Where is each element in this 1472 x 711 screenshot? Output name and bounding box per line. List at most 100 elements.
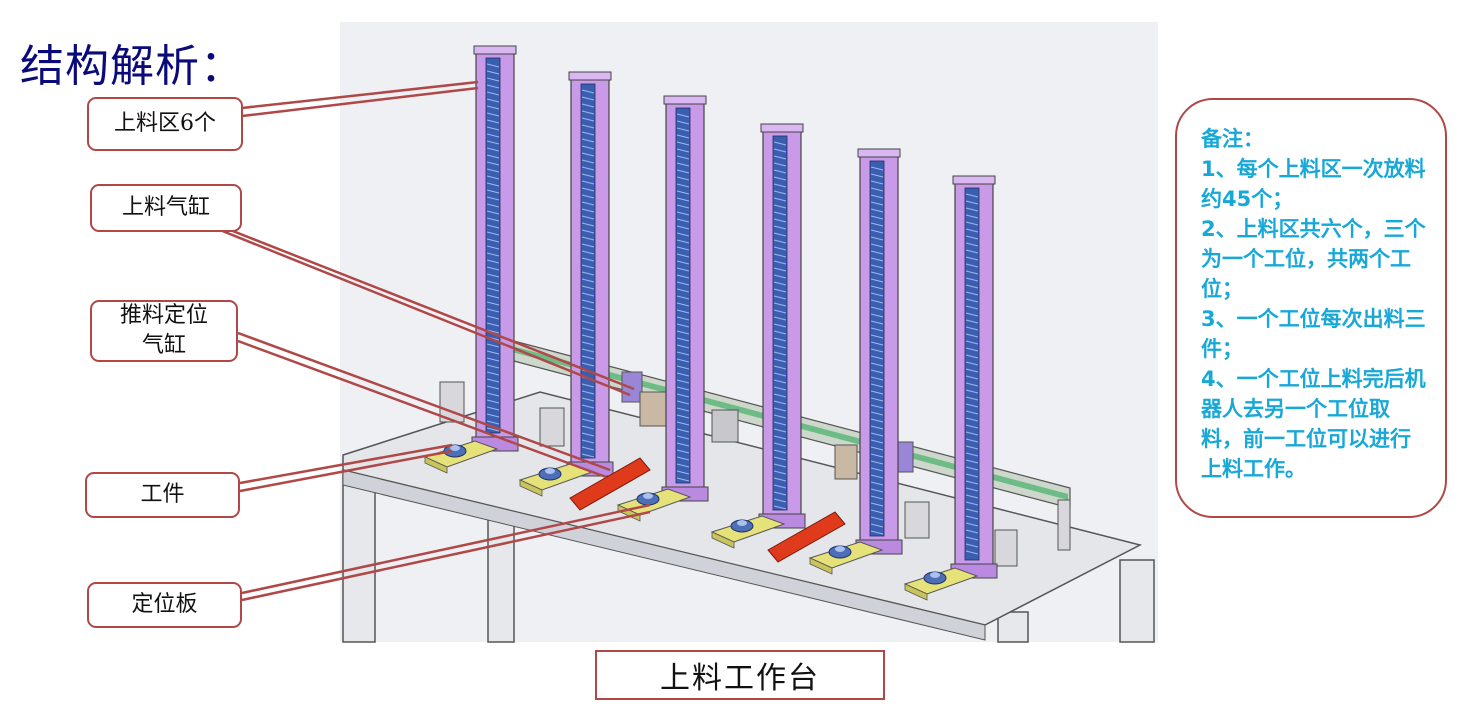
slot-rib	[581, 110, 595, 115]
notes-item: 1、每个上料区一次放料约45个；	[1201, 157, 1426, 211]
plate-edge	[519, 479, 543, 497]
slot-rib	[581, 271, 595, 276]
positioning-plate	[423, 440, 499, 474]
slot-rib	[773, 400, 787, 405]
slot-rib	[486, 427, 500, 432]
column-cap	[473, 45, 517, 55]
slot-rib	[773, 386, 787, 391]
slot-rib	[581, 222, 595, 227]
slot-rib	[773, 344, 787, 349]
workpiece-hub	[835, 546, 845, 552]
callout-push-cylinder: 推料定位 气缸	[90, 300, 238, 362]
slot-rib	[676, 239, 690, 244]
slot-rib	[486, 378, 500, 383]
slot-rib	[965, 550, 979, 555]
callout-positioning-plate-label: 定位板	[131, 592, 198, 618]
slot-rib	[773, 372, 787, 377]
workpiece-hub	[930, 572, 940, 578]
slot-rib	[676, 316, 690, 321]
slot-rib	[486, 357, 500, 362]
slot-rib	[870, 474, 884, 479]
slot-rib	[965, 382, 979, 387]
slot-rib	[965, 508, 979, 513]
slot-rib	[486, 196, 500, 201]
slot-rib	[870, 229, 884, 234]
slot-rib	[965, 529, 979, 534]
slot-rib	[965, 347, 979, 352]
slot-rib	[676, 393, 690, 398]
slot-rib	[676, 127, 690, 132]
callout-loading-zone: 上料区6个	[87, 97, 243, 151]
slot-rib	[773, 365, 787, 370]
slot-rib	[676, 358, 690, 363]
slot-rib	[676, 365, 690, 370]
slot-rib	[773, 449, 787, 454]
slot-rib	[581, 299, 595, 304]
slot-rib	[581, 383, 595, 388]
slot-rib	[773, 505, 787, 510]
slot-rib	[486, 154, 500, 159]
slot-rib	[486, 406, 500, 411]
slot-rib	[870, 425, 884, 430]
positioning-plates	[423, 440, 979, 601]
plate-edge	[711, 531, 735, 549]
slot-rib	[870, 327, 884, 332]
notes-box: 备注： 1、每个上料区一次放料约45个； 2、上料区共六个，三个为一个工位，共两…	[1175, 98, 1447, 518]
slot-rib	[676, 330, 690, 335]
slot-rib	[581, 404, 595, 409]
slot-rib	[773, 414, 787, 419]
slot-rib	[773, 428, 787, 433]
slot-rib	[870, 257, 884, 262]
slot-rib	[773, 141, 787, 146]
slot-rib	[965, 270, 979, 275]
slot-rib	[486, 301, 500, 306]
slot-rib	[581, 446, 595, 451]
slot-rib	[581, 138, 595, 143]
slot-rib	[870, 271, 884, 276]
slot-rib	[773, 169, 787, 174]
slot-rib	[773, 498, 787, 503]
slot-rib	[870, 390, 884, 395]
slot-rib	[965, 242, 979, 247]
slot-rib	[581, 257, 595, 262]
slot-rib	[581, 180, 595, 185]
slot-rib	[773, 183, 787, 188]
slot-rib	[676, 120, 690, 125]
slot-rib	[676, 197, 690, 202]
slot-rib	[581, 89, 595, 94]
slot-rib	[581, 145, 595, 150]
slot-rib	[581, 264, 595, 269]
slot-rib	[581, 131, 595, 136]
slot-rib	[870, 439, 884, 444]
slot-rib	[965, 263, 979, 268]
loading-column	[855, 148, 903, 555]
slot-rib	[870, 516, 884, 521]
slot-rib	[486, 77, 500, 82]
leader-workpiece	[239, 443, 453, 493]
slot-rib	[676, 218, 690, 223]
leader-push-cylinder	[237, 331, 611, 479]
slot-rib	[965, 368, 979, 373]
slot-rib	[965, 445, 979, 450]
positioning-plate	[710, 515, 786, 549]
slot-rib	[581, 152, 595, 157]
slot-rib	[870, 306, 884, 311]
slot-rib	[676, 232, 690, 237]
slot-rib	[870, 509, 884, 514]
slot-rib	[676, 155, 690, 160]
slot-rib	[486, 413, 500, 418]
workpiece-hub	[643, 493, 653, 499]
notes-heading: 备注：	[1201, 127, 1264, 151]
slot-rib	[486, 175, 500, 180]
slot-rib	[486, 322, 500, 327]
slot-rib	[773, 218, 787, 223]
slot-rib	[486, 343, 500, 348]
slot-rib	[581, 292, 595, 297]
slot-rib	[965, 459, 979, 464]
slot-rib	[870, 236, 884, 241]
slot-rib	[581, 166, 595, 171]
slot-rib	[486, 63, 500, 68]
slot-rib	[870, 453, 884, 458]
slot-rib	[676, 351, 690, 356]
slot-rib	[773, 435, 787, 440]
